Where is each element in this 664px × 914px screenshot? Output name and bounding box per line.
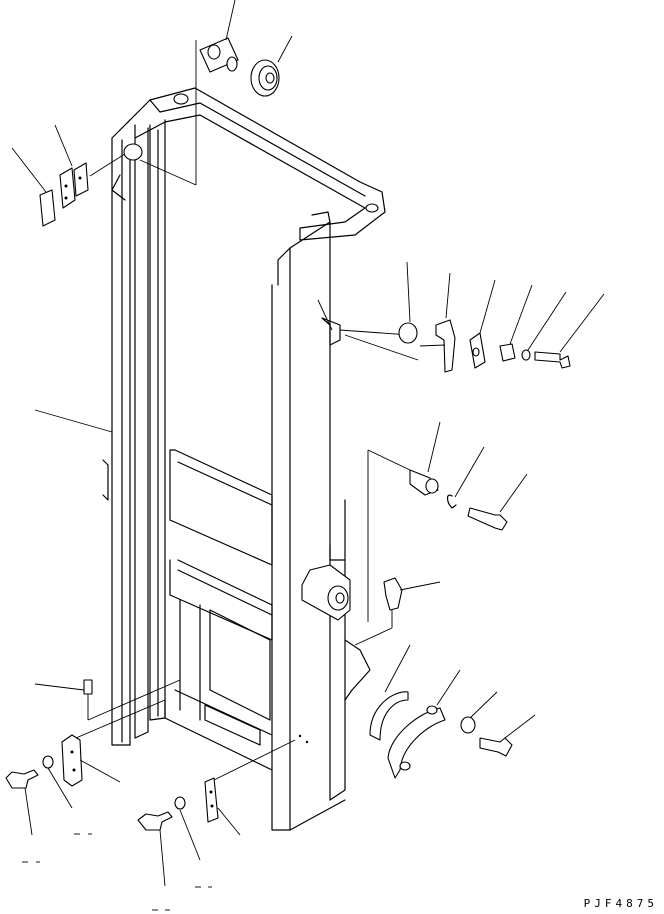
bottom-center-hardware (137, 734, 309, 887)
mast-right-channel (271, 211, 346, 831)
mast-cross-braces (169, 449, 273, 721)
right-hardware-row-1 (317, 261, 605, 373)
top-roller-bearing (195, 35, 293, 185)
top-shim-set (199, 0, 239, 73)
lower-right-bearing-parts (369, 644, 536, 779)
drawing-code: PJF4875 (583, 897, 658, 910)
callout-ticks (22, 833, 212, 911)
lower-left-hardware (5, 409, 181, 836)
mast-left-channel (102, 119, 166, 746)
mast-bottom-frame (164, 609, 371, 771)
right-hardware-row-2 (354, 421, 528, 646)
roller-bracket (301, 544, 351, 621)
mast-top-crossmember (111, 87, 386, 241)
upper-left-bracket-parts (11, 124, 197, 227)
